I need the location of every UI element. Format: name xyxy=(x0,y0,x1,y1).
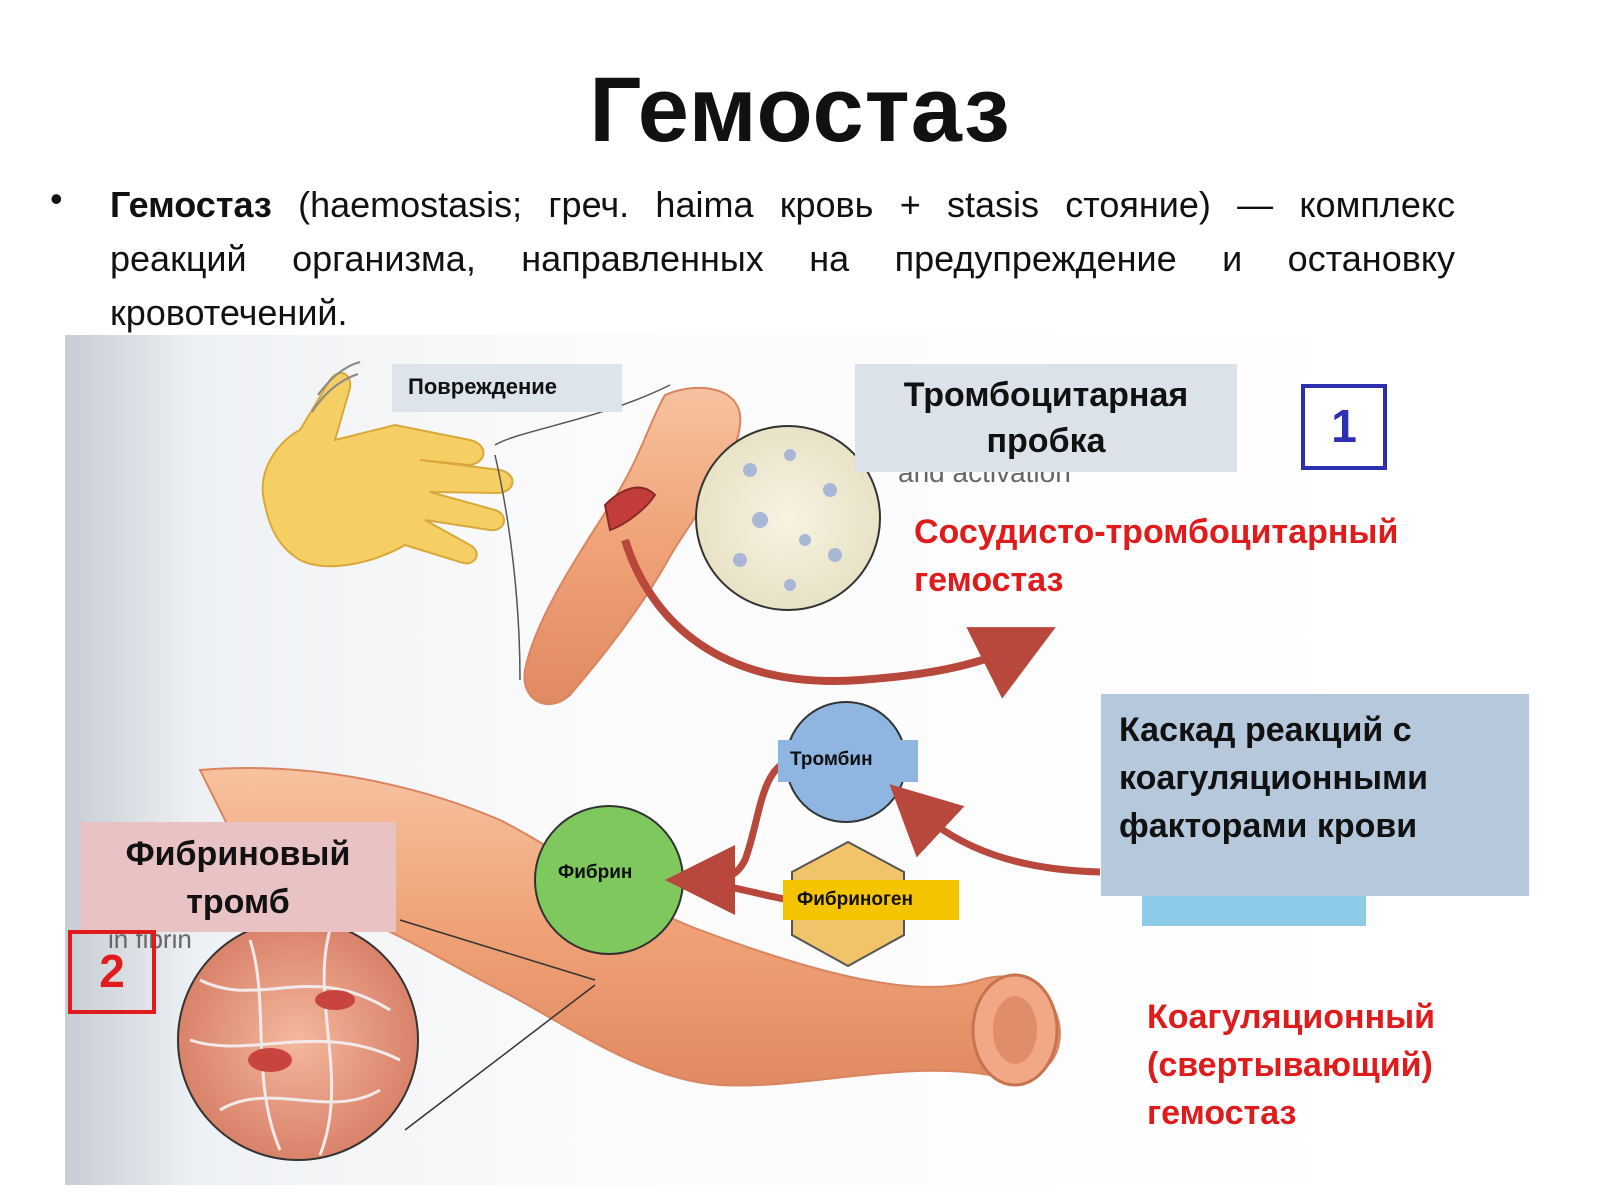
fibrin-clot-label: Фибриновый тромб xyxy=(80,822,396,932)
step-1-badge: 1 xyxy=(1301,384,1387,470)
step-2-badge: 2 xyxy=(68,930,156,1014)
upper-vessel xyxy=(494,384,742,706)
thrombin-to-fibrin-arrow xyxy=(665,756,792,915)
curved-arrow-upper xyxy=(621,538,1056,699)
definition-text: (haemostasis; греч. haima кровь + stasis… xyxy=(110,184,1455,333)
cascade-label-underlay xyxy=(1142,896,1366,926)
damage-label: Повреждение xyxy=(392,364,622,412)
slide-title: Гемостаз xyxy=(589,59,1011,161)
hand-illustration xyxy=(261,361,514,568)
fibrin-clot-circle xyxy=(177,919,596,1161)
coagulation-hemostasis-label: Коагуляционный (свертывающий) гемостаз xyxy=(1147,998,1436,1132)
vascular-platelet-hemostasis-label: Сосудисто-тромбоцитарный гемостаз xyxy=(914,513,1399,599)
definition-paragraph: Гемостаз (haemostasis; греч. haima кровь… xyxy=(110,178,1455,340)
coagulation-cascade-label: Каскад реакций с коагуляционными фактора… xyxy=(1101,694,1529,896)
bullet-dot: • xyxy=(50,178,63,219)
fibrinogen-label: Фибриноген xyxy=(783,880,959,920)
definition-term: Гемостаз xyxy=(110,184,272,225)
fibrin-label: Фибрин xyxy=(558,862,633,883)
cascade-arrow xyxy=(889,784,1101,876)
thrombin-label: Тромбин xyxy=(778,740,918,782)
platelet-plug-label: Тромбоцитарная пробка xyxy=(855,364,1237,472)
platelet-plug-circle xyxy=(695,425,881,611)
fibrinogen-to-fibrin-arrow xyxy=(697,878,791,904)
